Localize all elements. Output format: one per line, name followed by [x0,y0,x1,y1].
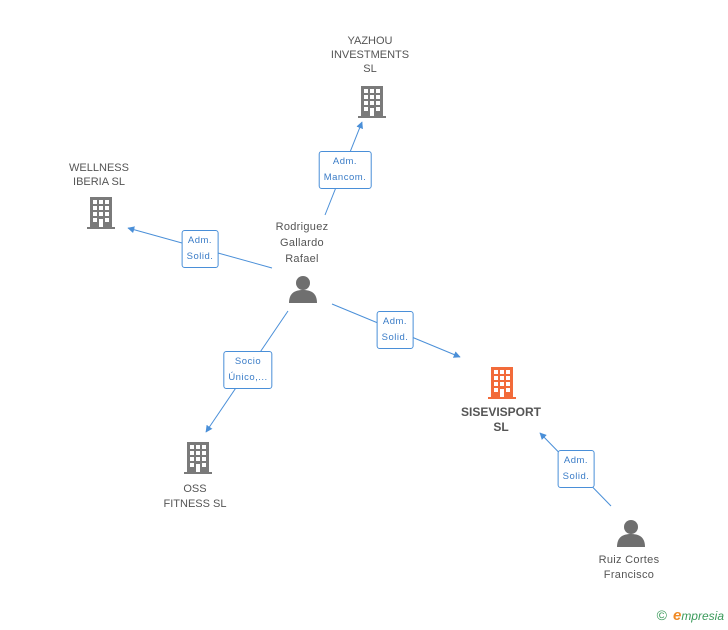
relation-label-yazhou[interactable]: Adm. Mancom. [318,151,372,189]
copyright-icon: © [656,607,667,623]
building-icon-yazhou[interactable] [358,86,386,118]
relation-label-sisevisport-ruiz[interactable]: Adm. Solid. [557,450,595,488]
node-label-rodriguez[interactable]: Rodriguez Gallardo Rafael [275,221,329,265]
brand-logo-e: e [672,607,682,624]
brand-footer: © empresia [657,607,724,624]
relation-label-sisevisport-rodriguez[interactable]: Adm. Solid. [376,311,414,349]
node-label-sisevisport[interactable]: SISEVISPORT SL [460,405,542,434]
building-icon-oss[interactable] [184,442,212,474]
relation-label-oss[interactable]: Socio Único,... [223,351,273,389]
brand-logo-text: mpresia [681,609,724,623]
node-label-ruiz[interactable]: Ruiz Cortes Francisco [598,554,660,581]
person-icon-ruiz[interactable] [617,520,645,547]
person-icon-rodriguez[interactable] [289,276,317,303]
relation-label-wellness[interactable]: Adm. Solid. [181,230,219,268]
building-icon-wellness[interactable] [87,197,115,229]
node-label-oss[interactable]: OSS FITNESS SL [163,483,227,510]
building-icon-sisevisport[interactable] [488,367,516,399]
node-label-wellness[interactable]: WELLNESS IBERIA SL [69,162,129,188]
node-label-yazhou[interactable]: YAZHOU INVESTMENTS SL [330,35,410,75]
